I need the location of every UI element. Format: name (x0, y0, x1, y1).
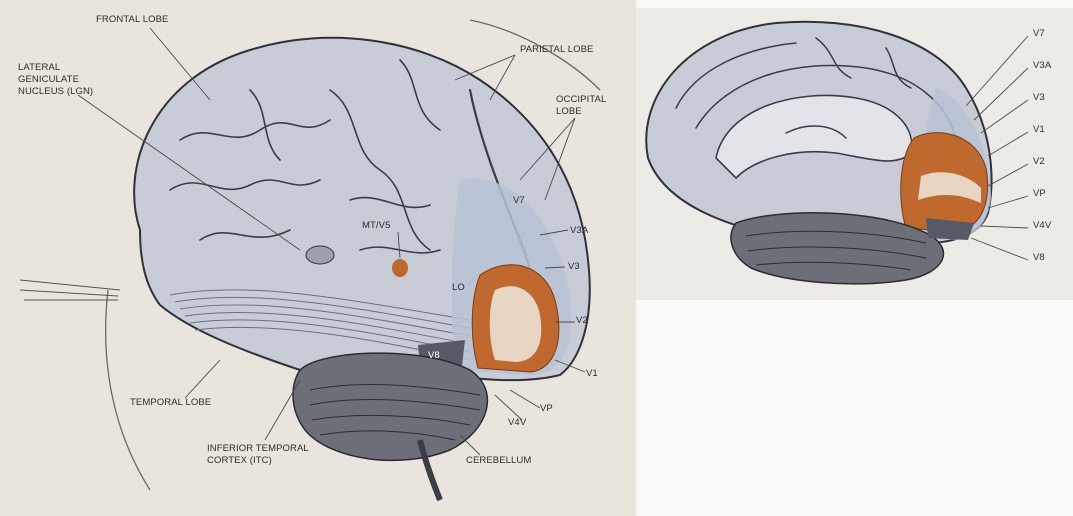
medial-brain-figure: V7 V3A V3 V1 V2 VP V4v V8 (636, 8, 1073, 300)
label-occipital-lobe: OCCIPITAL LOBE (556, 94, 610, 118)
optic-nerve (20, 280, 120, 300)
label-temporal-lobe: TEMPORAL LOBE (130, 397, 211, 409)
label-medial-v3a: V3A (1033, 60, 1051, 72)
label-medial-v8: V8 (1033, 252, 1045, 264)
label-medial-v3: V3 (1033, 92, 1045, 104)
label-cerebellum: CEREBELLUM (466, 455, 531, 467)
label-medial-v2: V2 (1033, 156, 1045, 168)
label-v4v: V4v (508, 417, 526, 429)
label-medial-vp: VP (1033, 188, 1046, 200)
label-medial-v4v: V4v (1033, 220, 1051, 232)
label-medial-v1: V1 (1033, 124, 1045, 136)
label-parietal-lobe: PARIETAL LOBE (520, 44, 593, 56)
label-mt-v5: MT/V5 (362, 220, 390, 232)
label-vp: VP (540, 403, 553, 415)
lgn-structure (306, 246, 334, 264)
mt-v5-area (392, 259, 408, 277)
label-frontal-lobe: FRONTAL LOBE (96, 14, 168, 26)
lateral-brain-figure: FRONTAL LOBE LATERAL GENICULATE NUCLEUS … (0, 0, 636, 516)
label-lo: LO (452, 282, 465, 294)
label-v3: V3 (568, 261, 580, 273)
label-lgn: LATERAL GENICULATE NUCLEUS (LGN) (18, 62, 96, 98)
label-itc: INFERIOR TEMPORAL CORTEX (ITC) (207, 443, 317, 467)
medial-brain-drawing (636, 8, 1073, 300)
label-v3a: V3A (570, 225, 588, 237)
label-v7: V7 (513, 195, 525, 207)
label-medial-v7: V7 (1033, 28, 1045, 40)
label-v1: V1 (586, 368, 598, 380)
label-v8: V8 (428, 350, 440, 362)
label-v2: V2 (576, 315, 588, 327)
